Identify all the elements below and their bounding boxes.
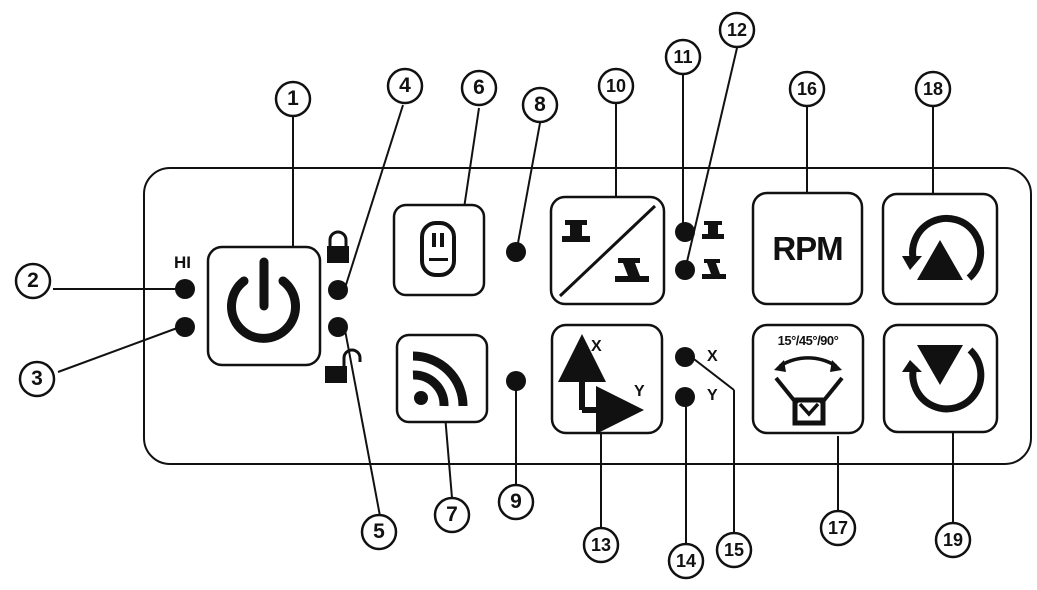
led-8: [506, 242, 526, 262]
led-low: [175, 317, 195, 337]
vice-upright-small-icon: [702, 221, 724, 239]
rpm-button[interactable]: [751, 191, 864, 306]
rotate-down-button[interactable]: [882, 323, 999, 434]
rotate-down-icon: [902, 345, 985, 413]
wireless-signal-icon: [412, 351, 468, 407]
led-hi: [175, 279, 195, 299]
lock-closed-icon: [327, 230, 349, 263]
wireless-button[interactable]: [395, 333, 489, 424]
remote-button[interactable]: [392, 203, 486, 297]
angle-select-button[interactable]: [751, 323, 865, 435]
remote-control-icon: [420, 221, 456, 277]
panel-outline: [143, 167, 1032, 465]
callout-circles: [14, 11, 972, 580]
vice-tilted-icon: [615, 258, 649, 282]
vice-upright-icon: [562, 220, 590, 242]
led-lock: [328, 280, 348, 300]
power-button[interactable]: [206, 245, 322, 367]
xy-axes-icon: [558, 334, 644, 434]
led-12: [675, 260, 695, 280]
led-9: [506, 371, 526, 391]
power-icon: [227, 257, 300, 343]
mode-toggle-button[interactable]: [549, 195, 666, 306]
rotate-up-button[interactable]: [881, 192, 999, 306]
led-x: [675, 347, 695, 367]
vice-tilted-small-icon: [702, 259, 726, 279]
led-y: [675, 387, 695, 407]
leader-lines: [53, 47, 954, 544]
angle-gauge-icon: [774, 356, 844, 426]
divider-diagonal: [558, 204, 657, 298]
led-11: [675, 222, 695, 242]
indicator-leds: [175, 222, 695, 407]
led-unlock: [328, 317, 348, 337]
lock-open-icon: [325, 348, 362, 383]
axis-select-button[interactable]: [550, 323, 664, 435]
rotate-up-icon: [902, 214, 985, 281]
